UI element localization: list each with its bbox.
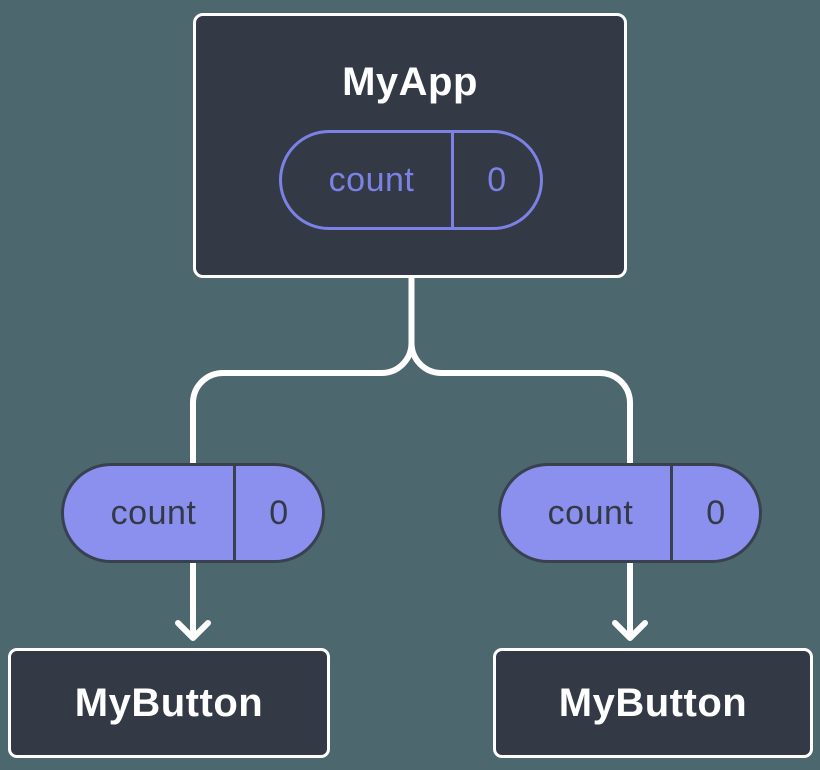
component-node-child-right: MyButton <box>493 648 813 758</box>
connector-branch-right <box>408 340 633 640</box>
prop-value: 0 <box>487 160 507 199</box>
prop-pill-root: count 0 <box>279 130 543 230</box>
prop-pill-child-left: count 0 <box>61 463 325 563</box>
prop-value: 0 <box>706 493 726 532</box>
arrow-head-right-icon <box>612 620 648 641</box>
prop-value: 0 <box>269 493 289 532</box>
prop-name-label: count <box>64 466 236 560</box>
prop-name-label: count <box>282 133 454 227</box>
component-node-child-left: MyButton <box>8 648 330 758</box>
prop-name-label: count <box>501 466 673 560</box>
component-title-child-right: MyButton <box>558 680 748 725</box>
component-node-root: MyApp count 0 <box>193 13 627 278</box>
arrow-head-left-icon <box>175 620 211 641</box>
component-title-child-left: MyButton <box>74 680 264 725</box>
component-title-root: MyApp <box>342 60 478 104</box>
prop-pill-child-right: count 0 <box>498 463 762 563</box>
connector-branch-left <box>190 340 415 640</box>
